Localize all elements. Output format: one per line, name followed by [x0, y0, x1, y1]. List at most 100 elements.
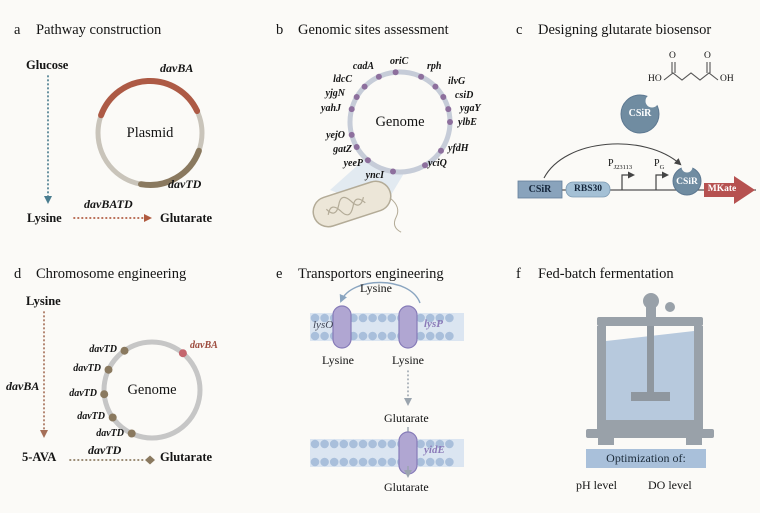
gene-label-ldcC: ldcC [333, 74, 352, 85]
ava-label: 5-AVA [22, 450, 57, 464]
yidE-label: yidE [424, 444, 445, 456]
csir-protein-label: CSiR [628, 108, 652, 119]
gene-label-yeeP: yeeP [343, 158, 363, 169]
insertion-label-davTD-3: davTD [69, 388, 97, 399]
lysine-top-label: Lysine [360, 281, 392, 295]
molecule-ho-label: HO [648, 74, 662, 84]
lysO-transporter [332, 305, 352, 349]
lysine-left-label: Lysine [322, 353, 354, 367]
csir-dna-notch [681, 161, 693, 173]
promoter-j23113-label: PJ23113 [608, 158, 632, 171]
csir-dna-label: CSiR [676, 177, 698, 187]
lysine-right-label: Lysine [392, 353, 424, 367]
mkate-label: MKate [707, 184, 737, 194]
molecule-o2-label: O [704, 51, 711, 61]
gene-label-yciQ: yciQ [428, 158, 447, 169]
optimization-highlight: Optimization of: [586, 449, 706, 468]
genome-site-dots [348, 69, 453, 175]
insertion-label-davTD-1: davTD [89, 344, 117, 355]
gene-label-yejO: yejO [326, 130, 345, 141]
gene-label-gatZ: gatZ [333, 144, 352, 155]
davBA-pathway-label: davBA [6, 379, 40, 393]
insertion-label-davTD-5: davTD [96, 428, 124, 439]
panel-a-title: Pathway construction [36, 22, 162, 38]
mkate-arrow-box [704, 176, 755, 204]
gene-label-ygaY: ygaY [460, 103, 481, 114]
bioreactor-icon [586, 293, 714, 445]
davTD-arc [138, 147, 202, 188]
promoter-j23113-sub: J23113 [613, 164, 633, 171]
glutarate-label-d: Glutarate [160, 450, 213, 464]
membrane-2 [310, 439, 464, 467]
promoter-j23113-arrow [621, 171, 635, 190]
panel-d-letter: d [14, 266, 22, 282]
lysO-label: lysO [313, 319, 334, 331]
do-level-label: DO level [648, 478, 692, 492]
lysP-transporter [398, 305, 418, 349]
gene-label-yncI: yncI [365, 170, 384, 181]
panel-f-title: Fed-batch fermentation [538, 266, 674, 282]
gene-label-csiD: csiD [455, 90, 474, 101]
panel-e-title: Transportors engineering [298, 266, 444, 282]
davBA-insertion-dot [178, 349, 187, 358]
genome-label-b: Genome [375, 114, 425, 130]
gene-label-yahJ: yahJ [321, 103, 341, 114]
panel-c-letter: c [516, 22, 523, 38]
promoter-g-sub: G [659, 164, 665, 171]
panel-d-shapes [40, 311, 203, 465]
stirrer-paddle [631, 392, 670, 401]
csir-gene-label: CSiR [528, 184, 552, 195]
glutarate-mid-label: Glutarate [384, 411, 429, 425]
plasmid-label: Plasmid [126, 125, 174, 141]
panel-a-letter: a [14, 22, 21, 38]
panel-b-letter: b [276, 22, 284, 38]
lysine-label-d: Lysine [26, 294, 61, 308]
genome-ring-d [101, 339, 203, 441]
glutarate-bottom-label: Glutarate [384, 480, 429, 494]
genome-label-d: Genome [127, 382, 177, 398]
panel-d-title: Chromosome engineering [36, 266, 187, 282]
panel-e-letter: e [276, 266, 283, 282]
expression-curve-arrow [543, 143, 682, 179]
gene-label-ylbE: ylbE [458, 117, 477, 128]
glutarate-label-a: Glutarate [160, 211, 213, 225]
insertion-label-davTD-2: davTD [73, 363, 101, 374]
panel-a-shapes [44, 75, 205, 222]
davTD-pathway-label: davTD [88, 443, 122, 457]
glutarate-molecule [663, 62, 719, 81]
csir-gene-box [517, 180, 563, 199]
promoter-j23113-base: P [608, 158, 614, 169]
gene-label-yfdH: yfdH [448, 143, 469, 154]
gene-label-rph: rph [427, 61, 442, 72]
molecule-oh-label: OH [720, 74, 734, 84]
gene-label-yjgN: yjgN [325, 88, 345, 99]
panel-c-title: Designing glutarate biosensor [538, 22, 712, 38]
stirrer-shaft [647, 326, 654, 396]
csir-protein-notch [645, 94, 659, 108]
ph-level-label: pH level [576, 478, 617, 492]
flagellum [389, 197, 402, 233]
davTD-insertion-dots [100, 346, 136, 438]
promoter-g-label: PG [654, 158, 664, 171]
panel-e-shapes [310, 281, 464, 478]
glucose-label: Glucose [26, 58, 69, 72]
gene-label-ilvG: ilvG [448, 76, 466, 87]
arrow-diamond [145, 455, 155, 465]
insertion-label-davBA: davBA [190, 340, 218, 351]
bacterium-icon [312, 180, 402, 233]
promoter-g-base: P [654, 158, 660, 169]
davTD-plasmid-label: davTD [168, 177, 202, 191]
molecule-o1-label: O [669, 51, 676, 61]
panel-b-shapes [312, 69, 453, 233]
lysine-label-a: Lysine [27, 211, 62, 225]
davBATD-label: davBATD [84, 197, 133, 211]
davBA-plasmid-label: davBA [160, 61, 194, 75]
gene-label-cadA: cadA [352, 61, 374, 72]
gene-label-oriC: oriC [390, 56, 409, 67]
panel-c-shapes [517, 62, 756, 204]
lysP-label: lysP [424, 318, 443, 330]
rbs30-label: RBS30 [574, 184, 602, 194]
insertion-label-davTD-4: davTD [77, 411, 105, 422]
